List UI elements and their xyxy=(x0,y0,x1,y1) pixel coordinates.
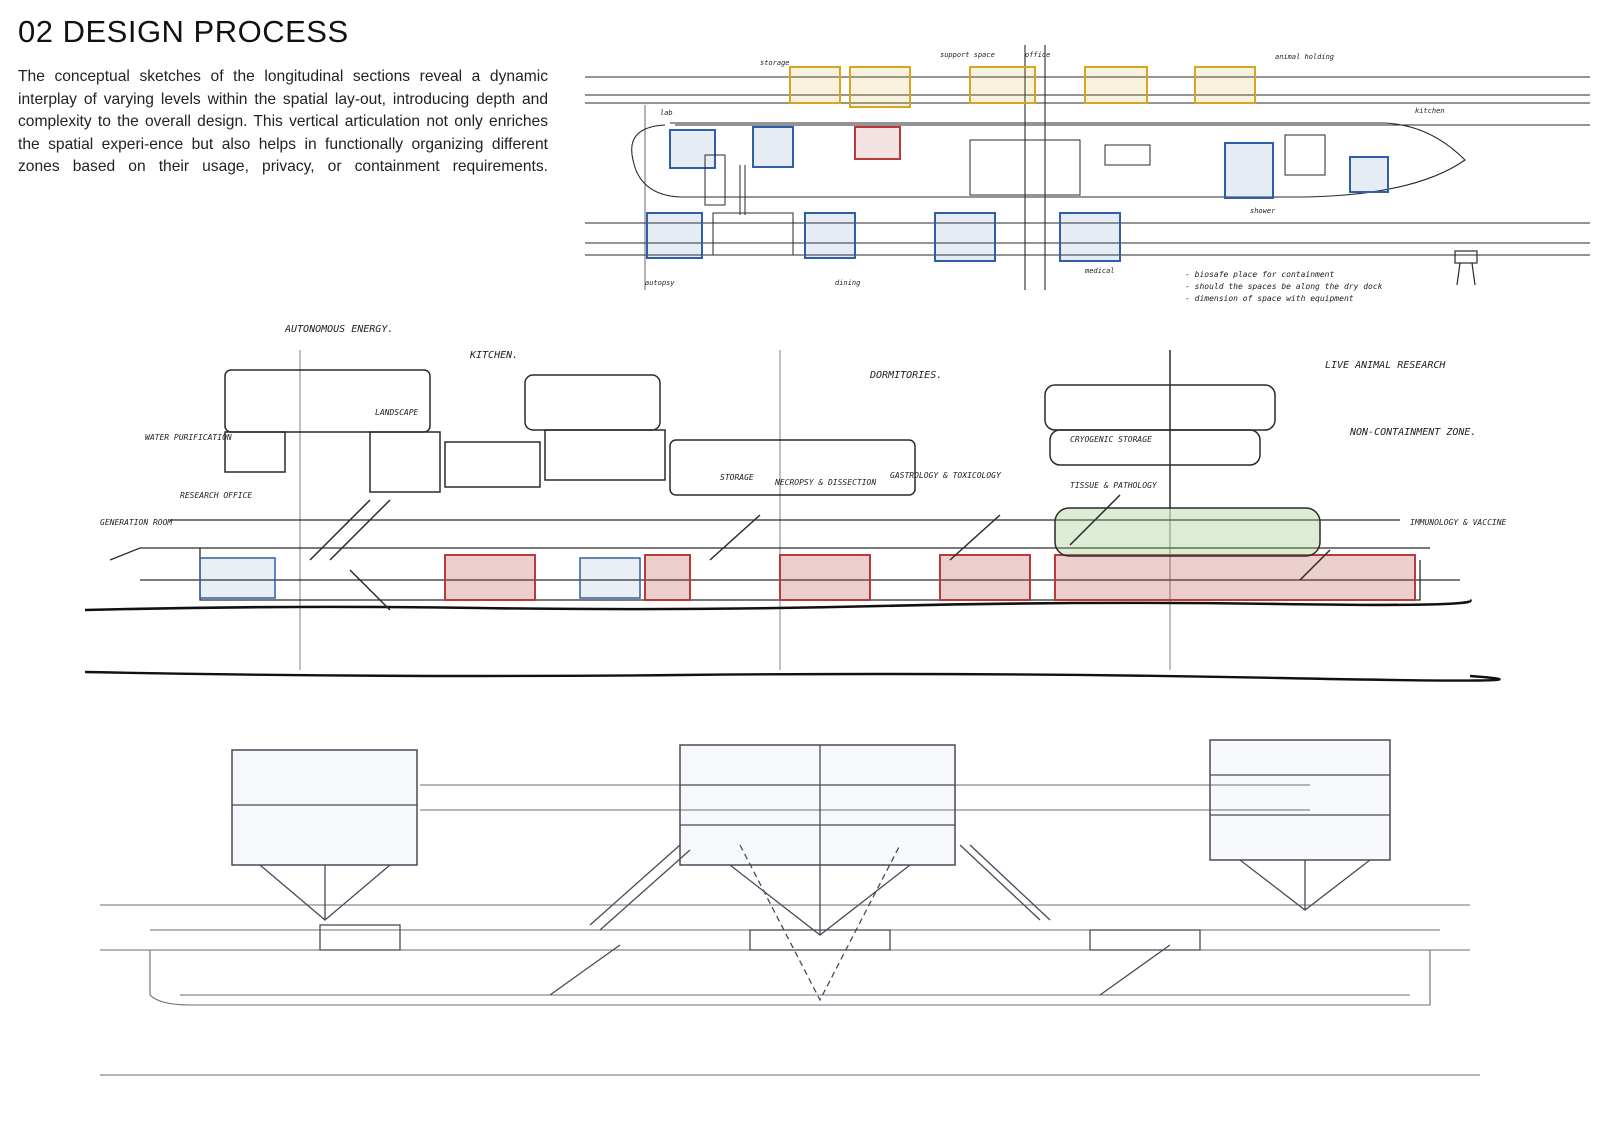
mid-label-dormitories: DORMITORIES. xyxy=(869,370,942,381)
top-section-sketch: - biosafe place for containment - should… xyxy=(585,45,1590,305)
top-label-lab: lab xyxy=(660,109,673,117)
top-note-3: - dimension of space with equipment xyxy=(1185,294,1354,303)
mid-label-water: WATER PURIFICATION xyxy=(145,433,232,442)
top-label-animal-holding: animal holding xyxy=(1275,53,1334,61)
top-label-storage: storage xyxy=(760,59,790,67)
top-note-2: - should the spaces be along the dry doc… xyxy=(1185,282,1383,291)
mid-label-generation: GENERATION ROOM xyxy=(100,518,173,527)
mid-label-cryo: CRYOGENIC STORAGE xyxy=(1070,435,1152,444)
top-label-support: support space xyxy=(940,51,995,59)
top-label-office: office xyxy=(1025,51,1050,59)
mid-label-landscape: LANDSCAPE xyxy=(375,408,419,417)
mid-label-necropsy: NECROPSY & DISSECTION xyxy=(774,478,876,487)
mid-label-gastro: GASTROLOGY & TOXICOLOGY xyxy=(890,471,1002,480)
top-label-medical: medical xyxy=(1084,267,1115,275)
intro-paragraph: The conceptual sketches of the longitudi… xyxy=(18,68,548,175)
bottom-section-sketch xyxy=(80,705,1500,1100)
mid-label-autonomous-energy: AUTONOMOUS ENERGY. xyxy=(284,324,393,335)
mid-label-research: RESEARCH OFFICE xyxy=(180,491,252,500)
top-note-1: - biosafe place for containment xyxy=(1185,270,1334,279)
mid-label-live-animal: LIVE ANIMAL RESEARCH xyxy=(1325,360,1446,371)
top-label-shower: shower xyxy=(1250,207,1276,215)
mid-label-kitchen: KITCHEN. xyxy=(469,350,518,361)
mid-label-non-containment: NON-CONTAINMENT ZONE. xyxy=(1349,427,1476,438)
mid-label-immunology: IMMUNOLOGY & VACCINE xyxy=(1410,518,1507,527)
mid-label-tissue: TISSUE & PATHOLOGY xyxy=(1070,481,1158,490)
page-title: 02 DESIGN PROCESS xyxy=(18,14,349,49)
top-label-dining: dining xyxy=(835,279,860,287)
middle-section-sketch: AUTONOMOUS ENERGY. KITCHEN. DORMITORIES.… xyxy=(80,320,1590,700)
mid-label-storage: STORAGE xyxy=(720,473,754,482)
top-label-kitchen: kitchen xyxy=(1415,107,1445,115)
top-label-autopsy: autopsy xyxy=(645,279,675,287)
